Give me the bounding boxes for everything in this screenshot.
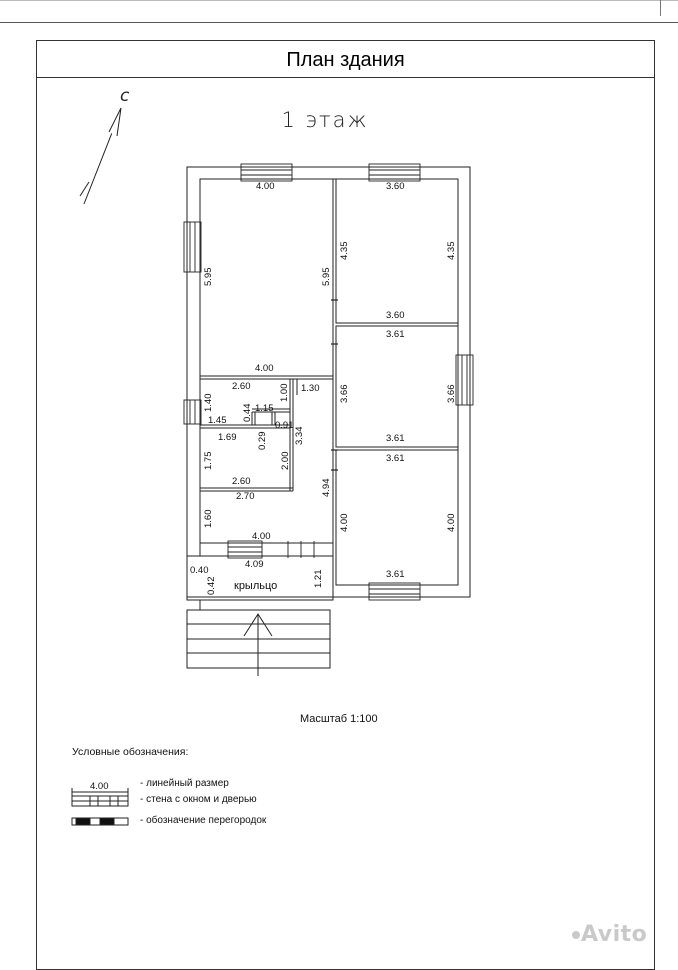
dim-label: 1.40 xyxy=(203,394,214,413)
dim-label: 2.60 xyxy=(232,476,251,487)
scale-label: Масштаб 1:100 xyxy=(300,713,378,725)
dim-label: 2.60 xyxy=(232,381,251,392)
door-marks xyxy=(331,299,338,471)
dim-label: 0.29 xyxy=(257,432,268,451)
dim-label: 3.61 xyxy=(386,569,405,580)
room-bedroom-2 xyxy=(335,325,459,448)
porch xyxy=(186,555,334,676)
dim-label: 3.61 xyxy=(386,433,405,444)
dim-label: 3.66 xyxy=(446,385,457,404)
watermark-text: Avito xyxy=(581,922,648,947)
dim-label: 1.60 xyxy=(203,510,214,529)
dim-label: 1.30 xyxy=(301,383,320,394)
dim-label: 0.91 xyxy=(275,420,294,431)
exterior-walls xyxy=(186,166,471,598)
dim-label: 4.00 xyxy=(446,514,457,533)
north-label: с xyxy=(120,86,130,106)
dim-label: 3.61 xyxy=(386,453,405,464)
room-bedroom-1 xyxy=(335,178,459,324)
windows xyxy=(183,163,474,601)
north-arrow-tail xyxy=(79,181,90,197)
legend-item-label: - стена с окном и дверью xyxy=(140,794,257,805)
dim-label: 2.70 xyxy=(236,491,255,502)
dim-label: 2.00 xyxy=(280,452,291,471)
dim-label: 0.44 xyxy=(242,404,253,423)
interior-partitions xyxy=(200,375,334,556)
dim-label: 3.60 xyxy=(386,310,405,321)
dim-label: 1.00 xyxy=(279,384,290,403)
dim-label: 4.00 xyxy=(256,181,275,192)
legend-graphics xyxy=(71,788,129,826)
legend-item-label: - обозначение перегородок xyxy=(140,815,267,826)
dim-label: 3.66 xyxy=(339,385,350,404)
dim-label: 1.15 xyxy=(255,403,274,414)
dim-label: 4.35 xyxy=(446,242,457,261)
room-bedroom-3 xyxy=(335,449,459,586)
north-arrow-head xyxy=(108,107,122,137)
room-living xyxy=(199,178,334,377)
dim-label: 3.61 xyxy=(386,329,405,340)
dim-label: 0.42 xyxy=(206,577,217,596)
dim-label: 5.95 xyxy=(321,268,332,287)
porch-label: крыльцо xyxy=(234,580,277,592)
dim-label: 1.75 xyxy=(203,452,214,471)
drawing-title: План здания xyxy=(286,49,405,71)
top-edge-line xyxy=(0,0,678,1)
title-block: План здания xyxy=(36,40,655,78)
dim-label: 5.95 xyxy=(203,268,214,287)
top-rule xyxy=(0,22,678,23)
legend-sample-dimension: 4.00 xyxy=(90,781,109,792)
dim-label: 1.69 xyxy=(218,432,237,443)
watermark-logo-icon xyxy=(572,931,580,939)
dim-label: 4.35 xyxy=(339,242,350,261)
legend-item-label: - линейный размер xyxy=(140,778,229,789)
dim-label: 4.09 xyxy=(245,559,264,570)
dim-label: 4.00 xyxy=(255,363,274,374)
dim-label: 1.45 xyxy=(208,415,227,426)
dim-label: 1.21 xyxy=(313,570,324,589)
dim-label: 0.40 xyxy=(190,565,209,576)
legend-title: Условные обозначения: xyxy=(72,746,189,758)
north-arrow-shaft xyxy=(83,119,118,205)
floor-label: 1 этаж xyxy=(281,108,369,132)
dim-label: 3.34 xyxy=(294,427,305,446)
dim-label: 4.94 xyxy=(321,479,332,498)
dim-label: 3.60 xyxy=(386,181,405,192)
dim-label: 4.00 xyxy=(252,531,271,542)
right-edge-mark xyxy=(660,0,661,16)
dim-label: 4.00 xyxy=(339,514,350,533)
watermark: Avito xyxy=(572,922,647,947)
